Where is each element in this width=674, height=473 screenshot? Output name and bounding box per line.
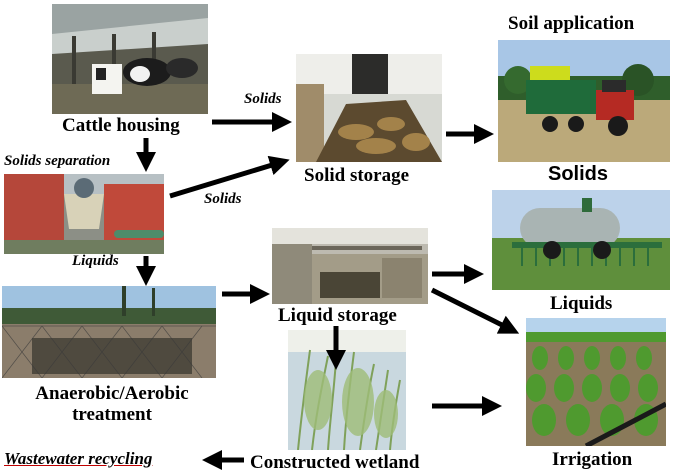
- solid-storage-photo: [296, 54, 442, 162]
- constructed-wetland-label: Constructed wetland: [250, 452, 420, 473]
- constructed-wetland-photo: [288, 330, 406, 450]
- liquids-arrow-label: Liquids: [72, 253, 119, 269]
- treatment-label-line2: treatment: [72, 404, 152, 425]
- treatment-label-line1: Anaerobic/Aerobic: [35, 383, 189, 404]
- arrow-liquid-storage-to-irrigation: [430, 287, 520, 334]
- irrigation-label: Irrigation: [552, 449, 633, 470]
- liquids-application-photo: [492, 190, 670, 290]
- solids-separation-label: Solids separation: [4, 153, 111, 169]
- soil-application-photo: [498, 40, 670, 162]
- cattle-housing-photo: [52, 4, 208, 114]
- solids-arrow-label-top: Solids: [244, 91, 282, 107]
- cattle-housing-label: Cattle housing: [62, 115, 180, 136]
- solids-arrow-label-mid: Solids: [204, 191, 242, 207]
- liquid-storage-label: Liquid storage: [278, 305, 397, 326]
- treatment-lagoon-photo: [2, 286, 216, 378]
- solids-heading: Solids: [548, 163, 609, 185]
- treatment-label: Anaerobic/Aerobic treatment: [14, 384, 210, 424]
- solid-storage-label: Solid storage: [304, 165, 410, 186]
- liquids-heading: Liquids: [550, 293, 613, 314]
- irrigation-photo: [526, 318, 666, 446]
- liquid-storage-photo: [272, 228, 428, 304]
- wastewater-recycling-label: Wastewater recycling: [4, 449, 153, 468]
- solids-separation-photo: [4, 174, 164, 254]
- soil-application-label: Soil application: [508, 13, 635, 34]
